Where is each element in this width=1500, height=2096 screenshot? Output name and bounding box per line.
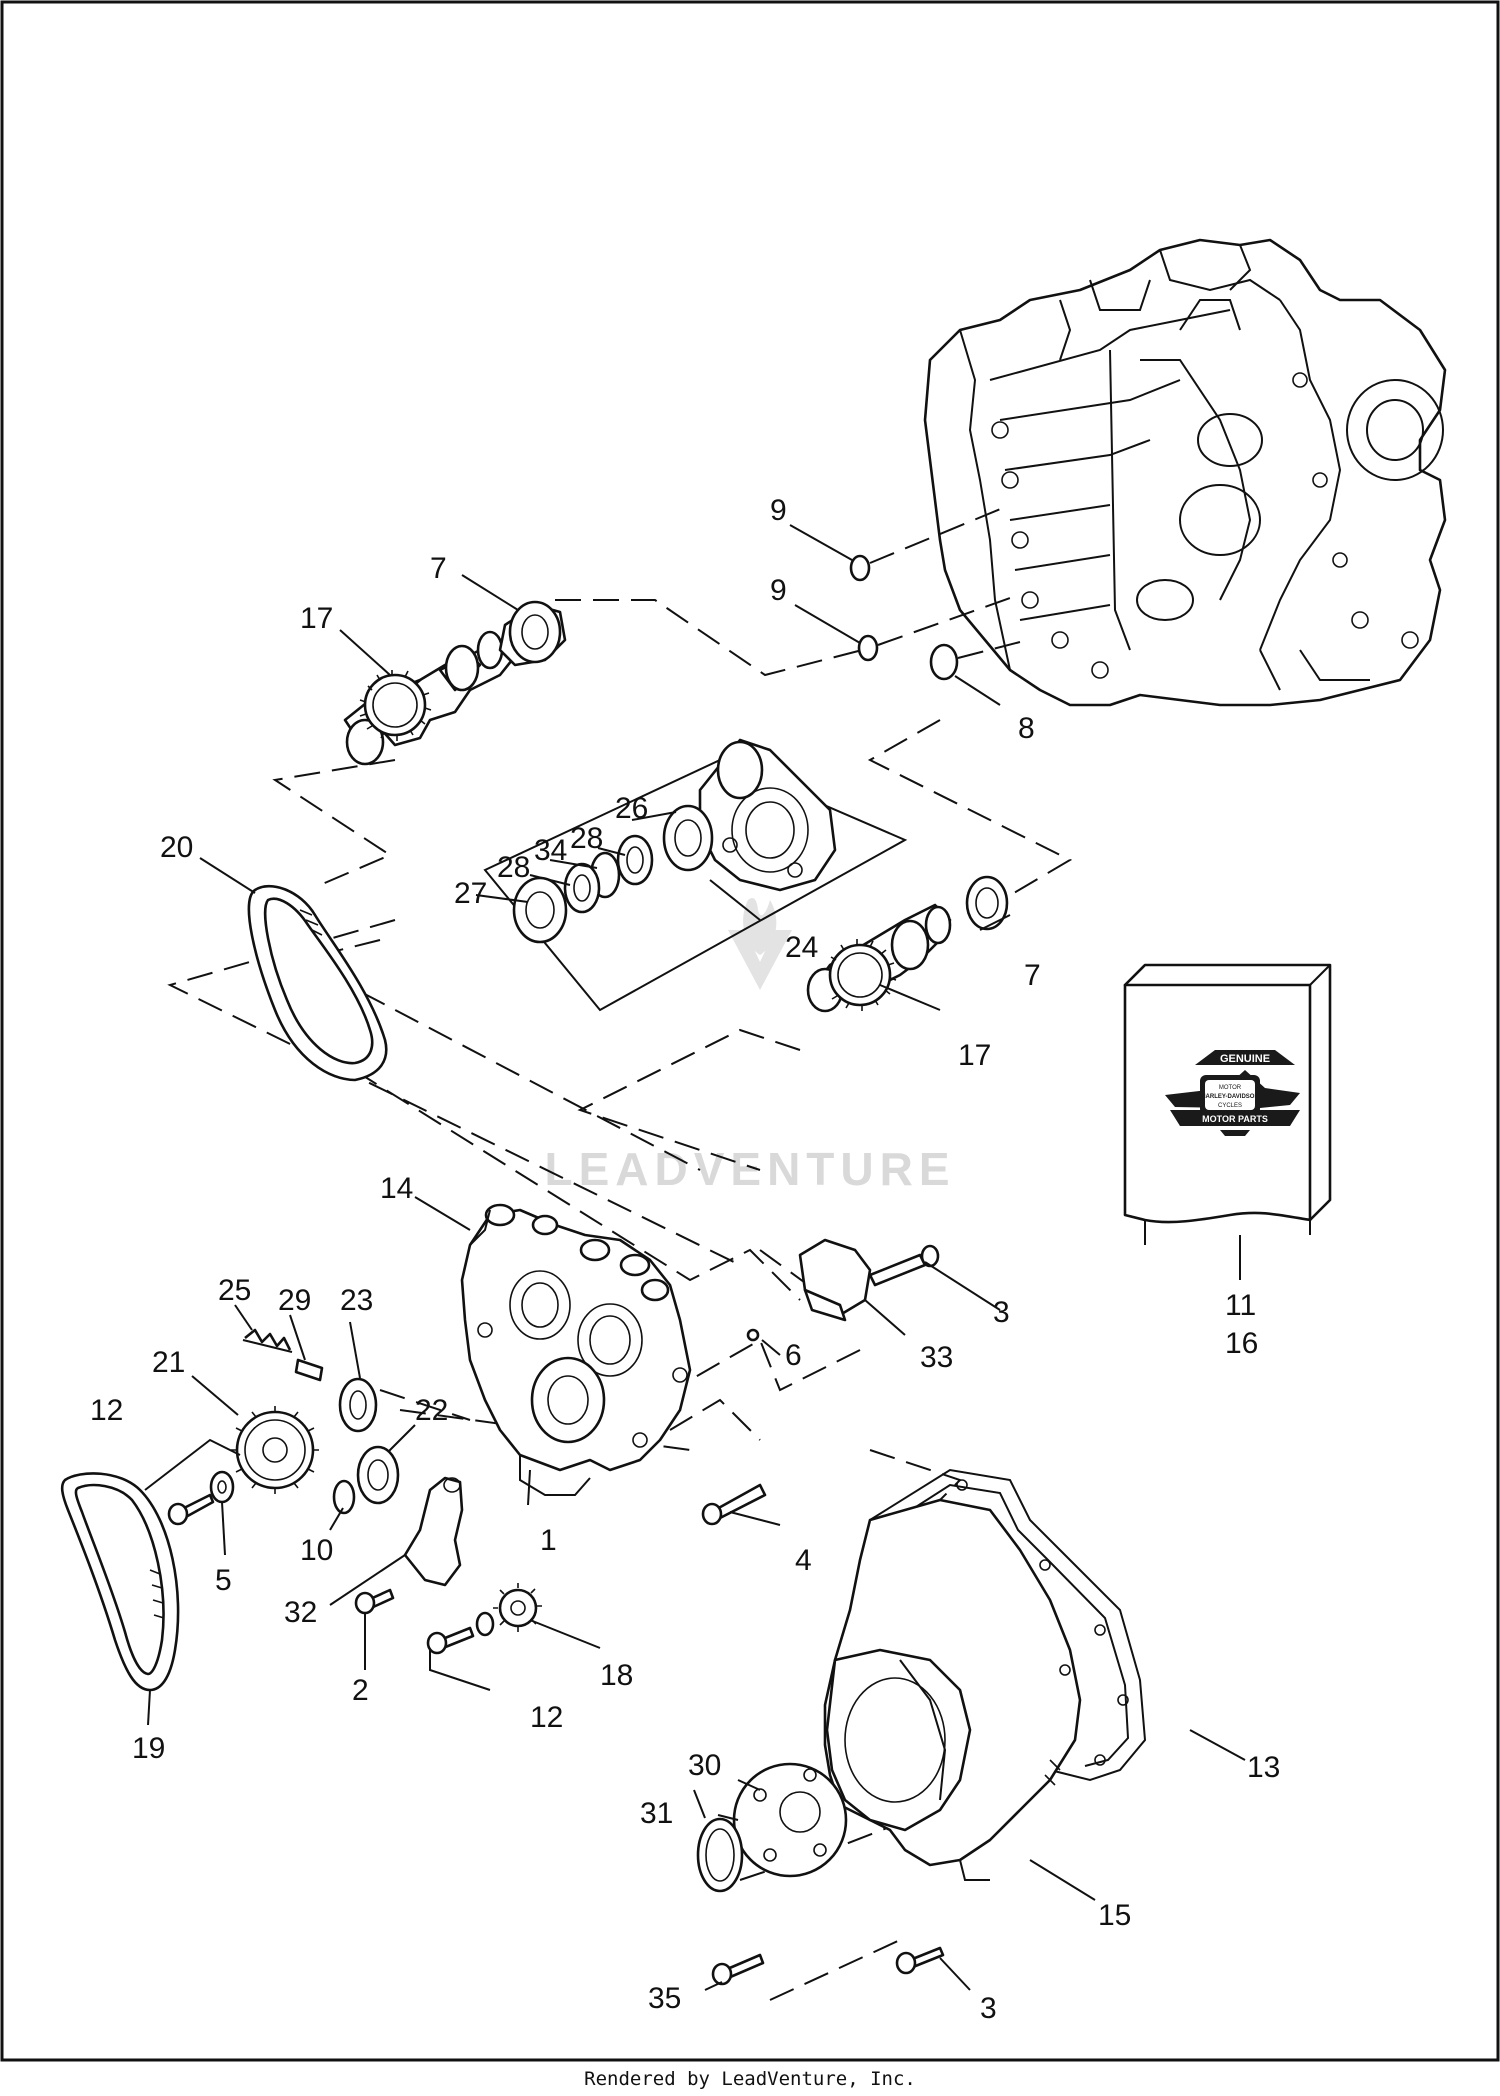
genuine-parts-box: GENUINE MOTOR HARLEY-DAVIDSON CYCLES MOT… — [1123, 963, 1332, 1245]
callout-29: 29 — [278, 1284, 311, 1317]
callout-11: 11 — [1225, 1289, 1256, 1322]
logo-genuine-text: GENUINE — [1220, 1053, 1270, 1065]
watermark-text: LEADVENTURE — [544, 1143, 955, 1195]
callout-28-upper: 28 — [570, 822, 603, 855]
washer-5 — [209, 1470, 235, 1504]
spring-25 — [244, 1328, 292, 1351]
callout-15: 15 — [1098, 1899, 1131, 1932]
cam-cover-15 — [823, 1498, 1082, 1881]
callout-25: 25 — [218, 1274, 251, 1307]
callout-23: 23 — [340, 1284, 373, 1317]
o-ring-9-upper — [849, 554, 871, 582]
callout-19: 19 — [132, 1732, 165, 1765]
bearing-7-lower — [965, 875, 1009, 931]
callout-30: 30 — [688, 1749, 721, 1782]
plate-30 — [732, 1762, 848, 1878]
screw-3-upper — [868, 1244, 940, 1287]
camshaft-lower — [806, 875, 1009, 1013]
cam-chain-20 — [247, 884, 388, 1082]
screw-2 — [354, 1588, 395, 1615]
callout-32: 32 — [284, 1596, 317, 1629]
logo-motor-parts-text: MOTOR PARTS — [1202, 1114, 1268, 1124]
o-ring-8 — [929, 643, 959, 681]
callout-22: 22 — [415, 1394, 448, 1427]
bolt-12-right — [426, 1611, 495, 1691]
callout-8: 8 — [1018, 712, 1035, 745]
bearing-7-upper — [508, 600, 562, 664]
gasket-31 — [696, 1817, 744, 1893]
callout-10: 10 — [300, 1534, 333, 1567]
harley-davidson-logo: GENUINE MOTOR HARLEY-DAVIDSON CYCLES MOT… — [1165, 1050, 1300, 1136]
tensioner-33 — [798, 1238, 872, 1322]
callout-14: 14 — [380, 1172, 413, 1205]
callout-2: 2 — [352, 1674, 369, 1707]
callout-18: 18 — [600, 1659, 633, 1692]
callout-20: 20 — [160, 831, 193, 864]
callout-12-right: 12 — [530, 1701, 563, 1734]
callout-17-upper: 17 — [300, 602, 333, 635]
callout-31: 31 — [640, 1797, 673, 1830]
callout-12-left: 12 — [90, 1394, 123, 1427]
spacer-28-upper — [616, 834, 654, 886]
callout-35: 35 — [648, 1982, 681, 2015]
callout-28-lower: 28 — [497, 851, 530, 884]
bearing-26 — [662, 804, 714, 872]
tensioner-32 — [403, 1476, 464, 1587]
crankcase — [923, 238, 1447, 707]
spring-25-axis — [242, 1339, 293, 1353]
o-ring-9-lower — [857, 634, 879, 662]
callout-4: 4 — [795, 1544, 812, 1577]
callout-9-upper: 9 — [770, 494, 787, 527]
footer-credit: Rendered by LeadVenture, Inc. — [584, 2068, 916, 2090]
leader-lines — [147, 524, 1246, 1991]
callout-24: 24 — [785, 931, 818, 964]
screw-3-lower — [895, 1946, 945, 1975]
callout-13: 13 — [1247, 1751, 1280, 1784]
retaining-ring-10 — [332, 1479, 356, 1515]
screw-4 — [701, 1483, 767, 1526]
pin-29 — [294, 1358, 324, 1382]
washer-22 — [356, 1445, 400, 1505]
logo-motor-text: MOTOR — [1219, 1085, 1242, 1091]
callout-26: 26 — [615, 792, 648, 825]
callout-9-lower: 9 — [770, 574, 787, 607]
callout-7-lower: 7 — [1024, 959, 1041, 992]
logo-brand-text: HARLEY-DAVIDSON — [1201, 1094, 1259, 1100]
callout-21: 21 — [152, 1346, 185, 1379]
screw-35 — [711, 1953, 765, 1986]
callout-labels: 9 9 8 7 17 20 26 28 34 28 27 24 7 17 14 … — [90, 494, 1280, 2025]
bearing-27 — [512, 876, 568, 944]
cam-support-plate-14 — [460, 1203, 692, 1496]
spacer-28-lower — [563, 862, 601, 914]
callout-5: 5 — [215, 1564, 232, 1597]
callout-3-lower: 3 — [980, 1992, 997, 2025]
sprocket-21 — [231, 1406, 319, 1494]
logo-cycles-text: CYCLES — [1218, 1103, 1242, 1109]
callout-1: 1 — [540, 1524, 557, 1557]
drive-chain-19 — [60, 1472, 180, 1692]
dowel-6 — [746, 1328, 760, 1342]
washer-23 — [338, 1377, 378, 1433]
sprocket-18 — [493, 1583, 542, 1632]
callout-3-upper: 3 — [993, 1296, 1010, 1329]
callout-34: 34 — [534, 834, 567, 867]
callout-27: 27 — [454, 877, 487, 910]
callout-33: 33 — [920, 1341, 953, 1374]
callout-16: 16 — [1225, 1327, 1258, 1360]
cam-support-plate-assembly — [483, 738, 908, 1012]
leadventure-watermark: LEADVENTURE — [544, 898, 955, 1195]
callout-6: 6 — [785, 1339, 802, 1372]
callout-17-lower: 17 — [958, 1039, 991, 1072]
callout-7-upper: 7 — [430, 552, 447, 585]
bolt-12-left — [144, 1438, 241, 1526]
